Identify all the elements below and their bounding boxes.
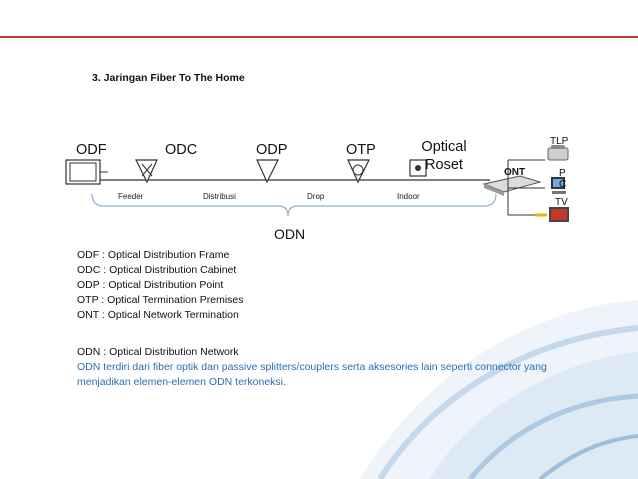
device-label-pc: P C bbox=[559, 168, 567, 190]
segment-label-drop: Drop bbox=[307, 192, 325, 201]
odn-definition-body: ODN terdiri dari fiber optik dan passive… bbox=[77, 361, 547, 388]
top-accent-line bbox=[0, 36, 638, 38]
definition-odp: ODP : Optical Distribution Point bbox=[77, 279, 224, 291]
tv-icon bbox=[535, 207, 569, 222]
device-label-tv: TV bbox=[555, 197, 568, 208]
ont-device-icon bbox=[482, 175, 542, 196]
odn-span-label: ODN bbox=[274, 226, 306, 242]
telephone-icon bbox=[547, 145, 569, 161]
definition-otp: OTP : Optical Termination Premises bbox=[77, 294, 244, 306]
segment-label-feeder: Feeder bbox=[118, 192, 144, 201]
slide-title: 3. Jaringan Fiber To The Home bbox=[92, 72, 245, 84]
node-label-odf: ODF bbox=[76, 142, 107, 158]
optical-roset-icon bbox=[409, 159, 427, 177]
definition-ont: ONT : Optical Network Termination bbox=[77, 309, 239, 321]
device-label-tlp: TLP bbox=[550, 136, 569, 147]
segment-label-distribusi: Distribusi bbox=[203, 192, 236, 201]
odf-frame-icon bbox=[65, 159, 108, 185]
definition-odf: ODF : Optical Distribution Frame bbox=[77, 249, 230, 261]
odn-definition-heading: ODN : Optical Distribution Network bbox=[77, 346, 239, 358]
otp-icon bbox=[347, 159, 370, 184]
ont-label: ONT bbox=[504, 167, 526, 178]
node-label-odc: ODC bbox=[165, 142, 198, 158]
odn-span-brace bbox=[91, 193, 497, 217]
definition-odc: ODC : Optical Distribution Cabinet bbox=[77, 264, 237, 276]
odp-icon bbox=[256, 159, 279, 184]
abbreviation-list: ODF : Optical Distribution Frame ODC : O… bbox=[77, 248, 244, 323]
odc-cabinet-icon bbox=[135, 159, 158, 184]
node-label-optical-roset: Optical Roset bbox=[421, 139, 467, 173]
computer-icon bbox=[551, 177, 566, 194]
node-label-otp: OTP bbox=[346, 142, 376, 158]
node-label-odp: ODP bbox=[256, 142, 288, 158]
segment-label-indoor: Indoor bbox=[397, 192, 420, 201]
